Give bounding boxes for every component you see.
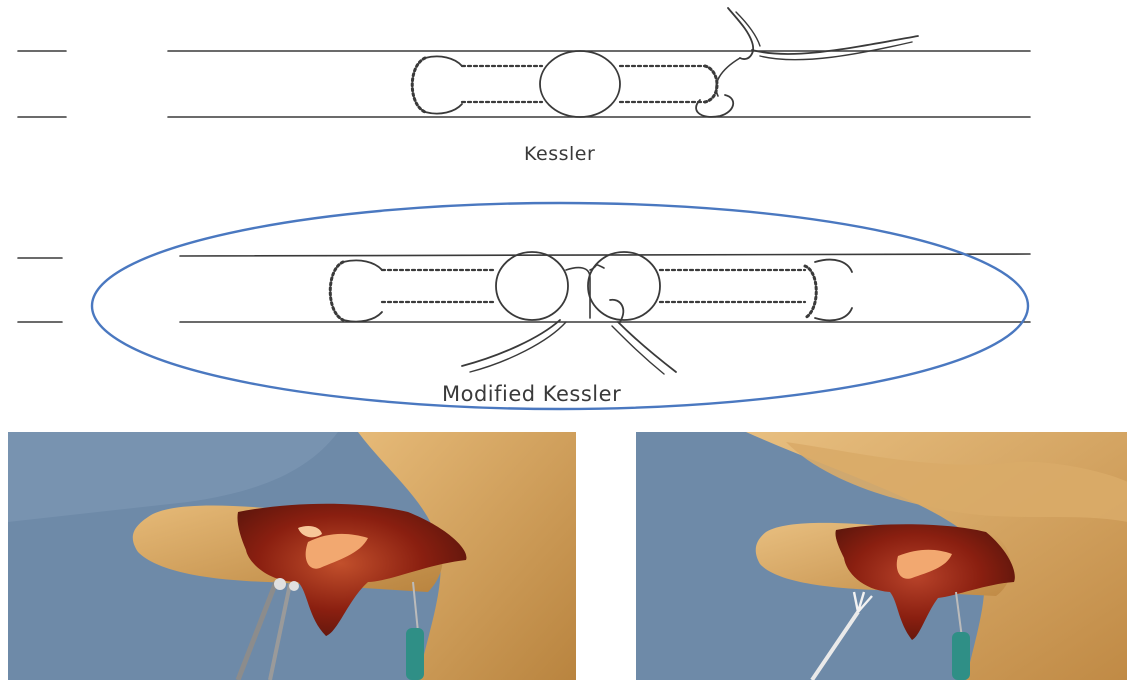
left-lock-arm-bottom [343, 312, 382, 322]
needle-hub [406, 628, 424, 680]
central-knot-circle [540, 51, 620, 117]
right-lock-arm-top [815, 260, 852, 272]
right-lock-arm-bottom [815, 308, 852, 320]
suture-diagrams [0, 0, 1127, 430]
tendon-outline-top [180, 254, 1030, 256]
left-lock-arm-top [425, 56, 462, 66]
intraoperative-photo-right [636, 432, 1127, 680]
right-lock-loop [705, 66, 717, 102]
suture-tail-descending [716, 58, 740, 96]
modified-kessler-diagram [18, 252, 1030, 374]
bridging-suture-left [566, 268, 590, 318]
right-lock-coil [696, 95, 733, 117]
right-lock-loop [805, 266, 816, 318]
suture-tail-right [618, 322, 676, 372]
left-lock-loop [412, 58, 425, 112]
left-lock-arm-top [343, 260, 382, 270]
caption-modified-kessler: Modified Kessler [442, 382, 621, 406]
suture-tail-left [462, 320, 560, 366]
left-lock-loop [330, 262, 343, 320]
caption-kessler: Kessler [524, 143, 595, 165]
suture-tail-left-inner [470, 322, 566, 372]
suture-tail-right-inner [612, 326, 664, 374]
central-knot-circle-left [496, 252, 568, 320]
needle-hub [952, 632, 970, 680]
surgical-photo-icon [636, 432, 1127, 680]
bridging-suture-right [590, 265, 604, 270]
left-lock-arm-bottom [425, 104, 462, 114]
kessler-diagram [18, 8, 1030, 117]
suture-tail-upper-inner [736, 12, 760, 46]
surgical-photo-icon [8, 432, 576, 680]
intraoperative-photo-left [8, 432, 576, 680]
highlight-ellipse [92, 203, 1028, 409]
